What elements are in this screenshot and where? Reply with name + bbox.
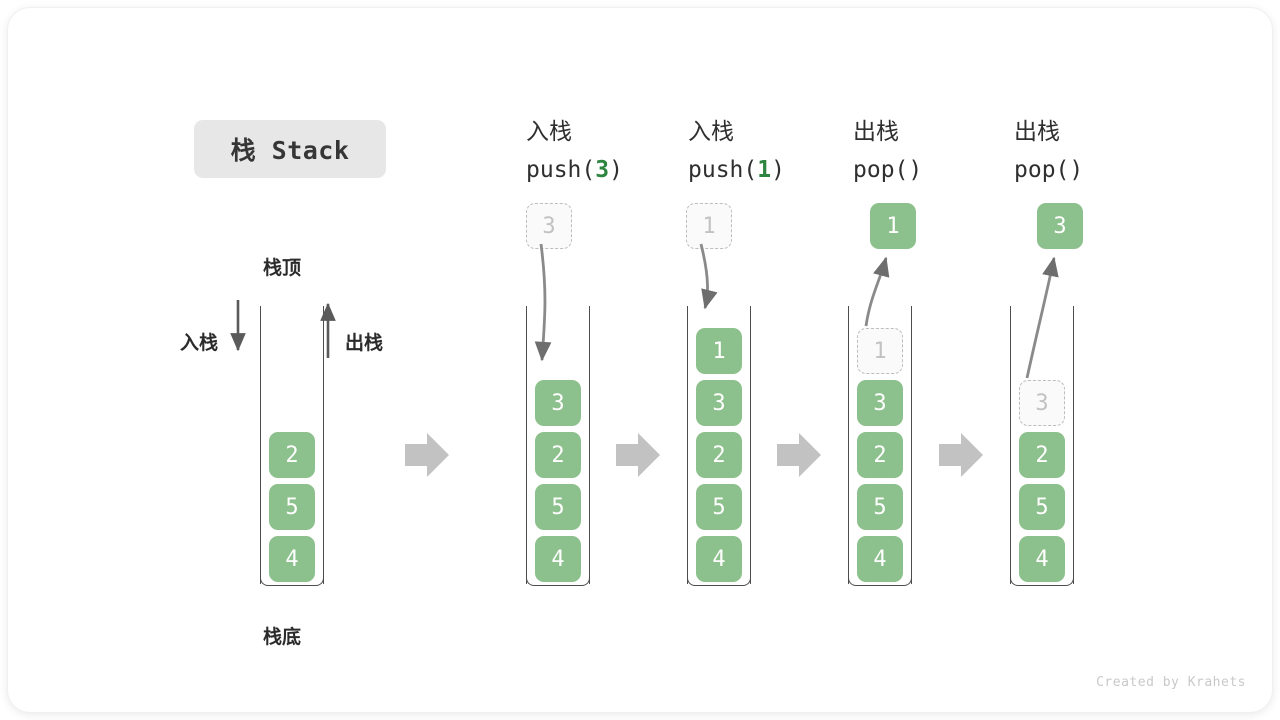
step-header-op: pop() xyxy=(1014,157,1084,183)
separator-arrow-right-icon xyxy=(405,433,449,477)
stack-cell: 2 xyxy=(1019,432,1065,478)
stack-bottom-curve xyxy=(687,570,751,586)
stack-cell: 4 xyxy=(696,536,742,582)
stack-cell: 1 xyxy=(696,328,742,374)
stack-cell: 3 xyxy=(535,380,581,426)
diagram-card: 栈 Stack 2 5 4 栈顶 栈底 入栈 出栈 入栈 push(3) 3 3… xyxy=(8,8,1272,712)
stack-cell: 3 xyxy=(857,380,903,426)
step-stack-group: 1 3 2 5 4 xyxy=(848,306,912,598)
page-title: 栈 Stack xyxy=(194,120,386,178)
stack-left-wall xyxy=(1010,306,1011,584)
stack-cell: 5 xyxy=(1019,484,1065,530)
stack-cell: 2 xyxy=(696,432,742,478)
floating-cell: 3 xyxy=(526,203,572,249)
step-header-cn: 入栈 xyxy=(526,119,572,145)
stack-right-wall xyxy=(749,306,751,584)
stack-cell: 3 xyxy=(696,380,742,426)
floating-cell: 1 xyxy=(686,203,732,249)
push-motion-arrow-icon xyxy=(699,243,718,310)
stack-bottom-curve xyxy=(848,570,912,586)
step-header-cn: 出栈 xyxy=(853,119,899,145)
step-stack-group: 3 2 5 4 xyxy=(1010,306,1074,598)
stack-bottom-label: 栈底 xyxy=(263,626,302,648)
stack-bottom-curve xyxy=(526,570,590,586)
stack-right-wall xyxy=(322,306,324,584)
step-header: 出栈 pop() xyxy=(1014,113,1083,189)
stack-bottom-curve xyxy=(260,570,324,586)
stack-cell: 5 xyxy=(696,484,742,530)
stack-right-wall xyxy=(910,306,912,584)
stack-top-label: 栈顶 xyxy=(263,257,302,279)
stack-cell: 4 xyxy=(269,536,315,582)
stack-cell: 5 xyxy=(535,484,581,530)
stack-cell: 4 xyxy=(857,536,903,582)
stack-bottom-curve xyxy=(1010,570,1074,586)
stack-cell-ghost: 1 xyxy=(857,328,903,374)
stack-cell: 2 xyxy=(857,432,903,478)
floating-cell: 1 xyxy=(870,203,916,249)
stack-cell: 2 xyxy=(535,432,581,478)
separator-arrow-right-icon xyxy=(616,433,660,477)
pop-direction-label: 出栈 xyxy=(345,332,384,354)
stack-right-wall xyxy=(1072,306,1074,584)
floating-cell: 3 xyxy=(1037,203,1083,249)
stack-cell: 4 xyxy=(535,536,581,582)
step-header-op: push(1) xyxy=(688,157,785,183)
step-header-cn: 入栈 xyxy=(688,119,734,145)
stack-cell: 5 xyxy=(857,484,903,530)
stack-left-wall xyxy=(687,306,688,584)
separator-arrow-right-icon xyxy=(777,433,821,477)
stack-left-wall xyxy=(260,306,261,584)
stack-cell: 5 xyxy=(269,484,315,530)
step-header-op: pop() xyxy=(853,157,923,183)
separator-arrow-right-icon xyxy=(939,433,983,477)
step-header-cn: 出栈 xyxy=(1014,119,1060,145)
stack-right-wall xyxy=(588,306,590,584)
base-stack-group: 2 5 4 xyxy=(260,306,324,598)
credit-watermark: Created by Krahets xyxy=(1096,675,1246,690)
stack-cell: 2 xyxy=(269,432,315,478)
stack-left-wall xyxy=(848,306,849,584)
step-header: 入栈 push(1) xyxy=(688,113,785,189)
step-header: 入栈 push(3) xyxy=(526,113,623,189)
stack-left-wall xyxy=(526,306,527,584)
step-header: 出栈 pop() xyxy=(853,113,922,189)
stack-cell-ghost: 3 xyxy=(1019,380,1065,426)
stack-cell: 4 xyxy=(1019,536,1065,582)
step-header-op: push(3) xyxy=(526,157,623,183)
step-stack-group: 1 3 2 5 4 xyxy=(687,306,751,598)
push-direction-label: 入栈 xyxy=(180,332,219,354)
step-stack-group: 3 2 5 4 xyxy=(526,306,590,598)
